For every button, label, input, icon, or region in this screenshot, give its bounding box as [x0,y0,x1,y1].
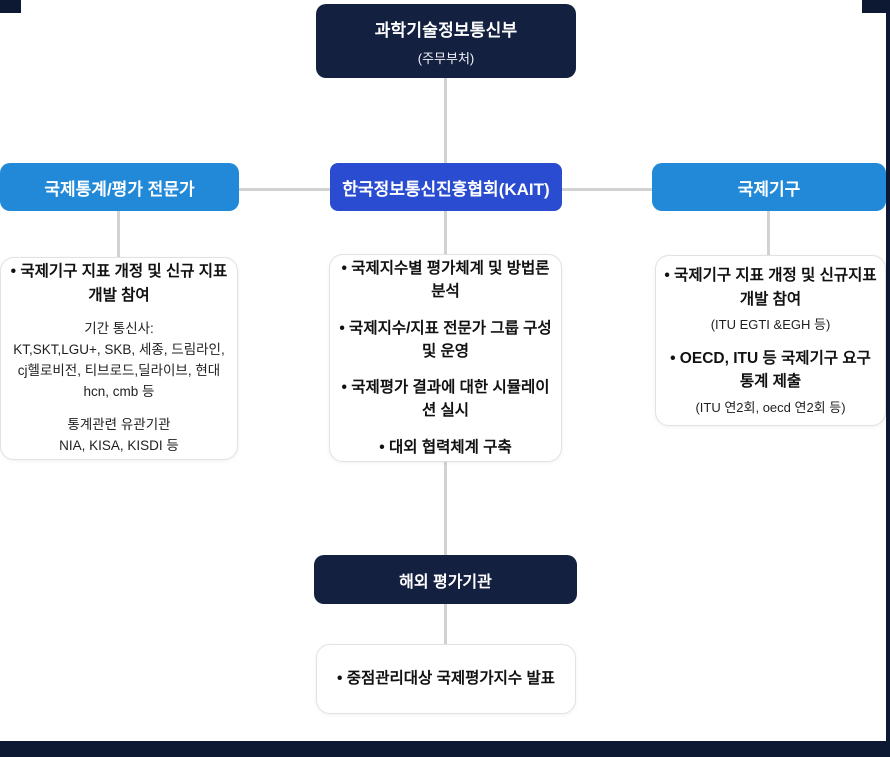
overseas-label: 해외 평가기관 [399,573,492,591]
experts-group-agencies-title: 통계관련 유관기관 [67,416,171,432]
connector-experts-card [117,211,120,257]
node-overseas: 해외 평가기관 [314,555,577,604]
intl-orgs-label: 국제기구 [737,179,801,199]
experts-label: 국제통계/평가 전문가 [44,179,195,199]
card-experts: • 국제기구 지표 개정 및 신규 지표개발 참여 기간 통신사: KT,SKT… [0,257,238,460]
card-overseas: • 중점관리대상 국제평가지수 발표 [316,644,576,714]
kait-bullet-3: • 국제평가 결과에 대한 시뮬레이션 실시 [341,379,550,420]
node-intl-orgs: 국제기구 [652,163,886,211]
connector-kait-overseas [444,462,447,555]
connector-experts-kait [239,188,330,191]
edge-line-right [886,0,890,757]
kait-bullet-2: • 국제지수/지표 전문가 그룹 구성 및 운영 [339,319,552,360]
ministry-subtitle: (주무부처) [417,50,475,66]
node-experts: 국제통계/평가 전문가 [0,163,239,211]
experts-group-carriers-body: KT,SKT,LGU+, SKB, 세종, 드림라인, cj헬로비전, 티브로드… [13,341,225,399]
experts-group-agencies: 통계관련 유관기관 NIA, KISA, KISDI 등 [59,415,179,457]
intl-orgs-item-2-text: • OECD, ITU 등 국제기구 요구통계 제출 [670,350,871,391]
intl-orgs-item-1-text: • 국제기구 지표 개정 및 신규지표개발 참여 [664,267,877,308]
connector-intl-orgs-card [767,211,770,255]
connector-overseas-card [444,604,447,644]
experts-bullet: • 국제기구 지표 개정 및 신규 지표개발 참여 [10,263,228,304]
experts-group-carriers: 기간 통신사: KT,SKT,LGU+, SKB, 세종, 드림라인, cj헬로… [9,319,229,403]
connector-kait-intl-orgs [562,188,652,191]
edge-strip-bottom [0,741,890,757]
edge-notch-top-right [862,0,890,13]
card-intl-orgs: • 국제기구 지표 개정 및 신규지표개발 참여 (ITU EGTI &EGH … [655,255,886,426]
connector-ministry-kait [444,78,447,163]
node-kait: 한국정보통신진흥협회(KAIT) [330,163,562,211]
intl-orgs-item-1-note: (ITU EGTI &EGH 등) [710,316,831,332]
card-kait: • 국제지수별 평가체계 및 방법론 분석 • 국제지수/지표 전문가 그룹 구… [329,254,562,462]
experts-group-agencies-body: NIA, KISA, KISDI 등 [59,437,179,453]
intl-orgs-item-2: • OECD, ITU 등 국제기구 요구통계 제출 (ITU 연2회, oec… [664,347,877,417]
intl-orgs-item-1: • 국제기구 지표 개정 및 신규지표개발 참여 (ITU EGTI &EGH … [664,264,877,334]
node-ministry: 과학기술정보통신부 (주무부처) [316,4,576,78]
kait-bullet-1: • 국제지수별 평가체계 및 방법론 분석 [341,260,550,301]
kait-label: 한국정보통신진흥협회(KAIT) [342,179,550,199]
experts-group-carriers-title: 기간 통신사: [84,320,154,336]
overseas-bullet: • 중점관리대상 국제평가지수 발표 [337,670,555,688]
connector-kait-card [444,211,447,254]
kait-bullet-4: • 대외 협력체계 구축 [379,438,512,456]
intl-orgs-item-2-note: (ITU 연2회, oecd 연2회 등) [695,399,846,415]
ministry-title: 과학기술정보통신부 [374,20,518,40]
edge-notch-top-left [0,0,21,13]
